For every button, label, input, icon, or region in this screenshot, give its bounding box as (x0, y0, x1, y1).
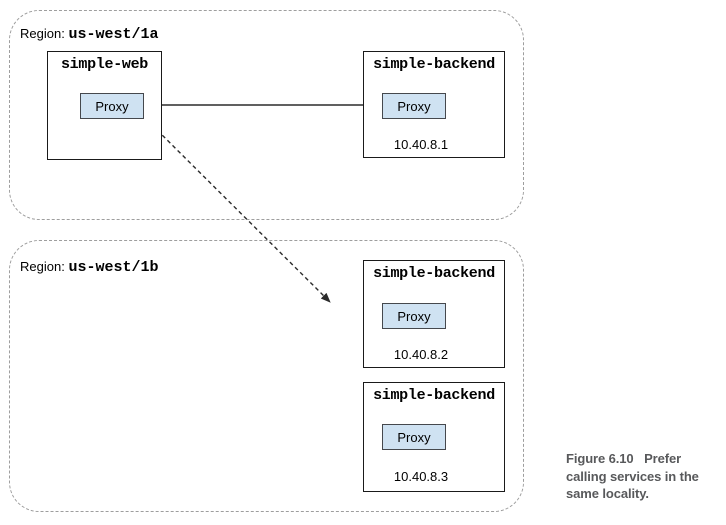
proxy-box: Proxy (382, 93, 446, 119)
region-name: us-west/1b (68, 259, 159, 276)
service-title: simple-backend (373, 265, 495, 282)
region-label-prefix: Region: (20, 26, 65, 41)
service-ip: 10.40.8.1 (393, 137, 449, 152)
proxy-box: Proxy (382, 424, 446, 450)
proxy-box: Proxy (80, 93, 144, 119)
region-label: Region: us-west/1a (20, 25, 158, 44)
service-box-simple-backend-1: simple-backend Proxy 10.40.8.1 (363, 51, 505, 158)
service-title: simple-backend (373, 387, 495, 404)
service-title: simple-web (60, 56, 148, 73)
proxy-box: Proxy (382, 303, 446, 329)
region-name: us-west/1a (68, 26, 159, 43)
proxy-label: Proxy (397, 98, 431, 114)
service-title: simple-backend (373, 56, 495, 73)
region-label: Region: us-west/1b (20, 258, 158, 277)
proxy-label: Proxy (397, 429, 431, 445)
proxy-label: Proxy (397, 308, 431, 324)
proxy-label: Proxy (95, 98, 129, 114)
service-box-simple-backend-2: simple-backend Proxy 10.40.8.2 (363, 260, 505, 368)
service-box-simple-web: simple-web Proxy (47, 51, 162, 160)
figure-caption: Figure 6.10 Prefer calling services in t… (566, 451, 699, 501)
service-ip: 10.40.8.3 (393, 469, 449, 484)
service-box-simple-backend-3: simple-backend Proxy 10.40.8.3 (363, 382, 505, 492)
region-label-prefix: Region: (20, 259, 65, 274)
service-ip: 10.40.8.2 (393, 347, 449, 362)
